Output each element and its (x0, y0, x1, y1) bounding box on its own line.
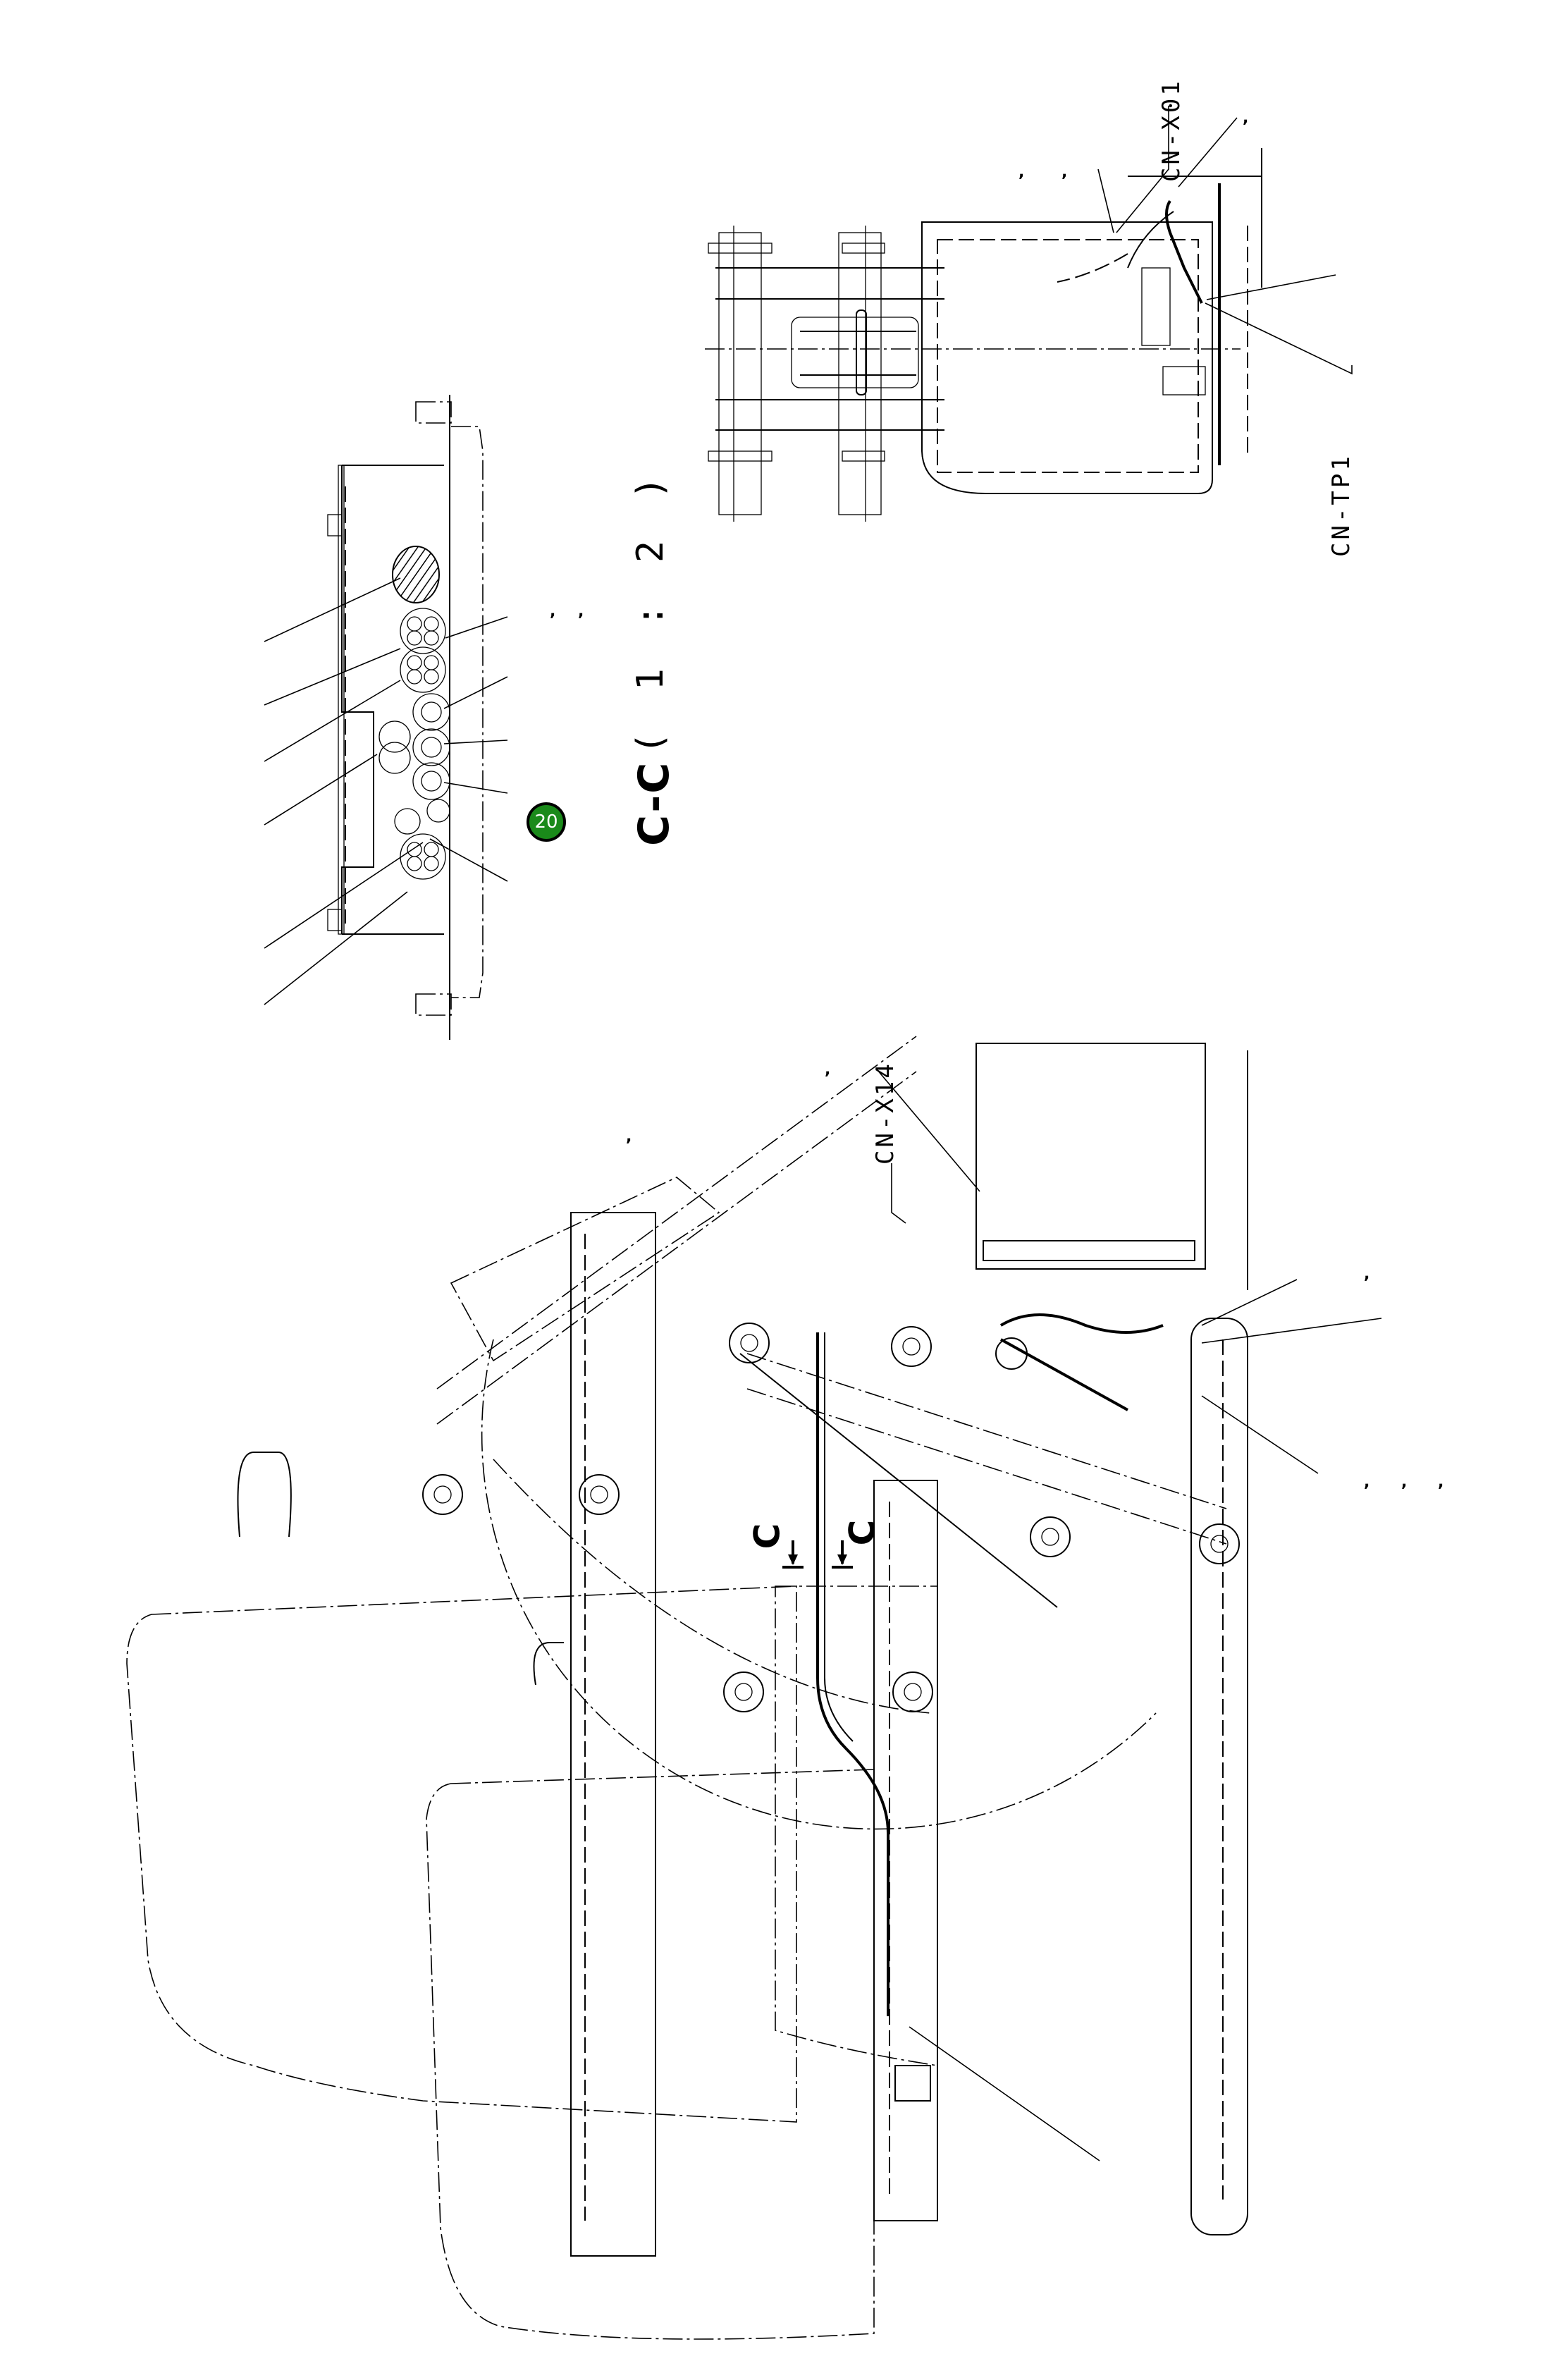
callout-mark: , (1018, 164, 1025, 181)
section-view-scale: ( 1 : 2 ) (629, 467, 672, 754)
callout-mark: , (550, 603, 556, 620)
connector-label-cn-x01: CN-X01 (1157, 78, 1186, 182)
callout-mark: , (1438, 1473, 1444, 1491)
callout-mark: , (1401, 1473, 1408, 1491)
main-assembly (126, 1036, 1382, 2340)
cutting-plane-letter-right: C (842, 1519, 883, 1546)
connector-label-cn-tp1: CN-TP1 (1327, 453, 1355, 557)
callout-mark: , (578, 603, 584, 620)
callout-mark: , (626, 1128, 632, 1146)
callout-mark: , (1243, 109, 1249, 127)
callout-mark: , (825, 1061, 831, 1079)
section-view-c-c (264, 395, 508, 1040)
callout-mark: , (1061, 164, 1068, 181)
connector-label-cn-x14: CN-X14 (871, 1061, 899, 1165)
marker-label: 20 (534, 811, 558, 833)
callout-mark: , (1364, 1473, 1370, 1491)
cutting-plane-letter-left: C (746, 1523, 788, 1550)
section-view-title: C-C (629, 761, 679, 846)
callout-mark: , (1364, 1265, 1370, 1283)
annotation-marker-20[interactable]: 20 (527, 802, 566, 842)
plan-view (705, 106, 1353, 522)
